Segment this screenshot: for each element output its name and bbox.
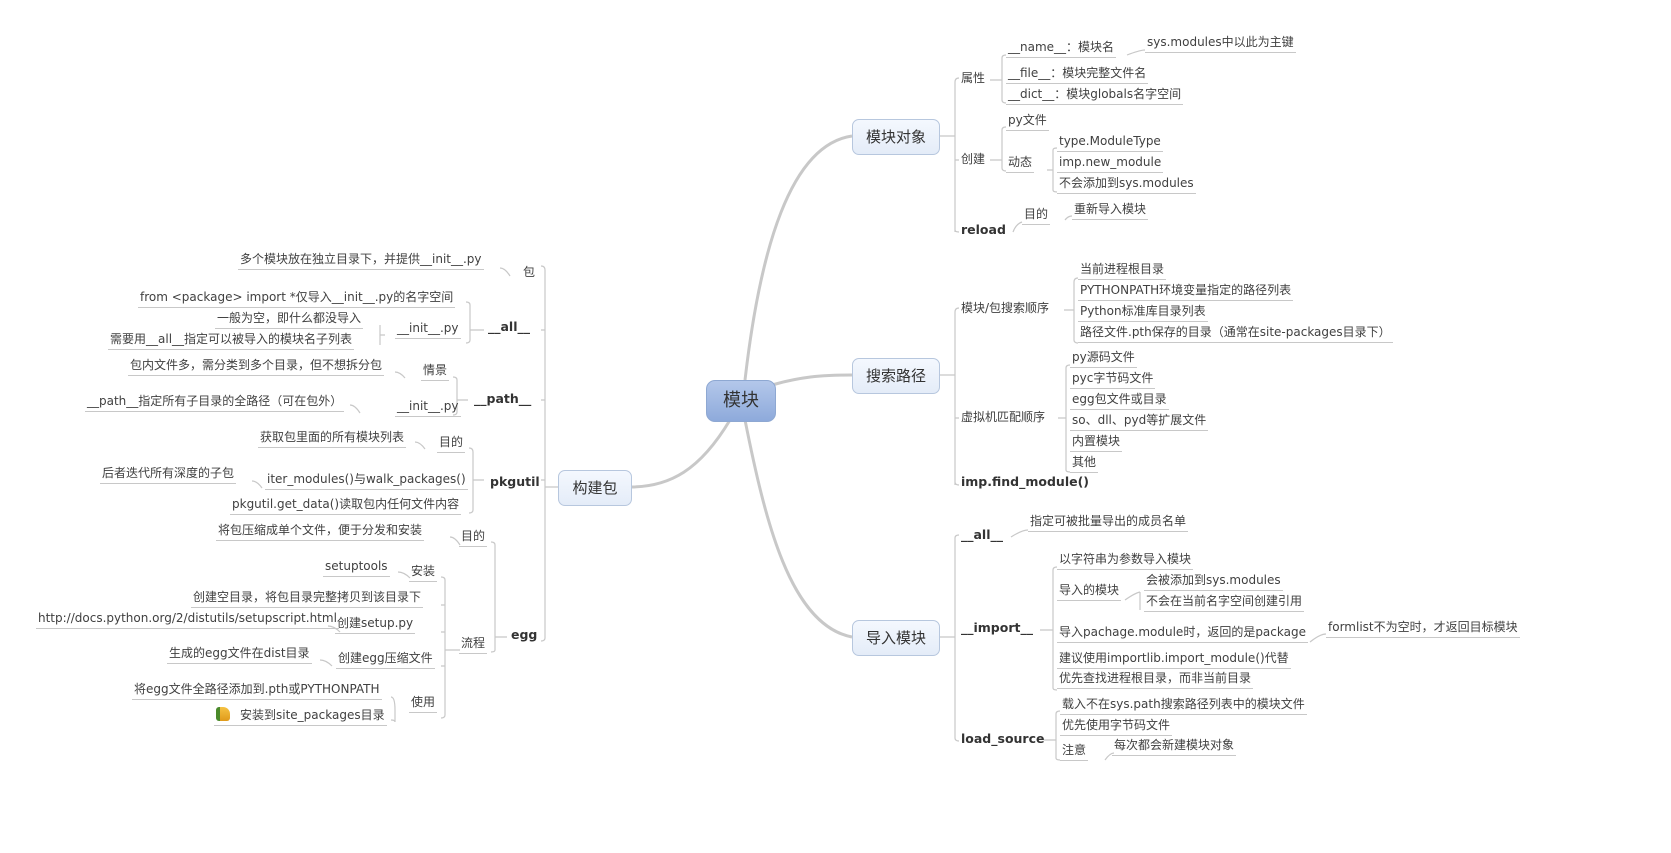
node-pkg-text[interactable]: 多个模块放在独立目录下，并提供__init__.py <box>238 252 484 270</box>
node-import-all[interactable]: __all__ <box>961 527 1004 542</box>
node-order-item[interactable]: 路径文件.pth保存的目录（通常在site-packages目录下） <box>1078 325 1393 343</box>
node-egg-purpose[interactable]: 目的 <box>459 529 488 547</box>
node-path-scene[interactable]: 情景 <box>421 363 450 381</box>
node-load-source-item[interactable]: 优先使用字节码文件 <box>1060 718 1173 736</box>
node-pkg-all[interactable]: __all__ <box>488 319 531 334</box>
node-attrs[interactable]: 属性 <box>961 71 986 85</box>
node-attr-name[interactable]: __name__：模块名 <box>1006 40 1117 58</box>
node-import-root-first[interactable]: 优先查找进程根目录，而非当前目录 <box>1057 671 1254 689</box>
node-import-by-string[interactable]: 以字符串为参数导入模块 <box>1057 552 1194 570</box>
node-vm-item[interactable]: egg包文件或目录 <box>1070 392 1169 410</box>
node-pkg[interactable]: 包 <box>523 265 536 279</box>
node-dynamic-item[interactable]: imp.new_module <box>1057 155 1164 173</box>
node-pkgutil-purpose-text[interactable]: 获取包里面的所有模块列表 <box>258 430 407 448</box>
node-create[interactable]: 创建 <box>961 152 986 166</box>
topic-search-path[interactable]: 搜索路径 <box>852 358 940 394</box>
node-egg-install[interactable]: 安装 <box>409 564 438 582</box>
node-vm-item[interactable]: so、dll、pyd等扩展文件 <box>1070 413 1209 431</box>
node-load-source-item[interactable]: 载入不在sys.path搜索路径列表中的模块文件 <box>1060 697 1307 715</box>
link-root-import-module <box>743 419 853 639</box>
node-vm-item[interactable]: pyc字节码文件 <box>1070 371 1156 389</box>
node-load-source-note-text[interactable]: 每次都会新建模块对象 <box>1112 738 1237 756</box>
node-vm-item[interactable]: py源码文件 <box>1070 350 1137 368</box>
node-imported-item[interactable]: 会被添加到sys.modules <box>1144 573 1283 591</box>
node-vm-order[interactable]: 虚拟机匹配顺序 <box>961 410 1046 424</box>
node-import-all-text[interactable]: 指定可被批量导出的成员名单 <box>1028 514 1189 532</box>
node-order-item[interactable]: 当前进程根目录 <box>1078 262 1167 280</box>
link-root-module-object <box>743 134 853 381</box>
node-search-order[interactable]: 模块/包搜索顺序 <box>961 301 1050 315</box>
node-order-item[interactable]: Python标准库目录列表 <box>1078 304 1208 322</box>
node-pkg-path[interactable]: __path__ <box>474 391 532 406</box>
node-attr-name-note[interactable]: sys.modules中以此为主键 <box>1145 35 1296 53</box>
node-egg-flow[interactable]: 流程 <box>459 636 488 654</box>
node-import-imported[interactable]: 导入的模块 <box>1057 583 1122 601</box>
node-pkg-all-init[interactable]: __init__.py <box>395 321 461 339</box>
node-pkg-all-item[interactable]: from <package> import *仅导入__init__.py的名字… <box>138 290 456 308</box>
node-create-dynamic[interactable]: 动态 <box>1006 155 1035 173</box>
node-vm-item[interactable]: 其他 <box>1070 455 1099 473</box>
link-root-build-package <box>629 419 732 489</box>
node-egg-use[interactable]: 使用 <box>409 695 438 713</box>
node-dynamic-item[interactable]: 不会添加到sys.modules <box>1057 176 1196 194</box>
node-egg-use-item-label: 安装到site_packages目录 <box>240 708 385 722</box>
node-vm-item[interactable]: 内置模块 <box>1070 434 1123 452</box>
node-egg-setup-url[interactable]: http://docs.python.org/2/distutils/setup… <box>36 611 339 629</box>
node-load-source[interactable]: load_source <box>961 731 1045 746</box>
link-root-search-path <box>771 373 853 387</box>
node-egg-purpose-text[interactable]: 将包压缩成单个文件，便于分发和安装 <box>216 523 425 541</box>
node-load-source-note[interactable]: 注意 <box>1060 743 1089 761</box>
node-pkgutil-iter-note[interactable]: 后者迭代所有深度的子包 <box>100 466 237 484</box>
node-order-item[interactable]: PYTHONPATH环境变量指定的路径列表 <box>1078 283 1294 301</box>
node-egg[interactable]: egg <box>511 627 538 642</box>
node-dunder-import[interactable]: __import__ <box>961 620 1033 635</box>
node-pkgutil-get-data[interactable]: pkgutil.get_data()读取包内任何文件内容 <box>230 497 462 515</box>
node-import-pkg-note[interactable]: formlist不为空时，才返回目标模块 <box>1326 620 1520 638</box>
node-egg-create[interactable]: 创建egg压缩文件 <box>336 651 435 669</box>
topic-module-object[interactable]: 模块对象 <box>852 119 940 155</box>
node-reload-purpose[interactable]: 目的 <box>1022 207 1051 225</box>
node-path-init-text[interactable]: __path__指定所有子目录的全路径（可在包外） <box>85 394 345 412</box>
node-egg-use-item[interactable]: 将egg文件全路径添加到.pth或PYTHONPATH <box>132 682 382 700</box>
node-egg-setup[interactable]: 创建setup.py <box>335 616 416 634</box>
node-reload[interactable]: reload <box>961 222 1006 237</box>
node-create-py[interactable]: py文件 <box>1006 113 1049 131</box>
node-path-init[interactable]: __init__.py <box>395 399 461 417</box>
node-pkg-all-item[interactable]: 需要用__all__指定可以被导入的模块名子列表 <box>108 332 355 350</box>
node-attr-dict[interactable]: __dict__：模块globals名字空间 <box>1006 87 1184 105</box>
node-pkg-all-item[interactable]: 一般为空，即什么都没导入 <box>215 311 364 329</box>
thumbs-up-icon <box>216 707 230 721</box>
node-dynamic-item[interactable]: type.ModuleType <box>1057 134 1163 152</box>
node-pkgutil-purpose[interactable]: 目的 <box>437 435 466 453</box>
node-import-pkg[interactable]: 导入pachage.module时，返回的是package <box>1057 625 1308 643</box>
node-import-suggest[interactable]: 建议使用importlib.import_module()代替 <box>1057 651 1291 669</box>
node-find-module[interactable]: imp.find_module() <box>961 474 1090 489</box>
node-egg-install-text[interactable]: setuptools <box>323 559 390 577</box>
node-egg-flow-item[interactable]: 创建空目录，将包目录完整拷贝到该目录下 <box>191 590 424 608</box>
node-egg-use-item-thumb[interactable]: 安装到site_packages目录 <box>214 707 387 726</box>
node-path-scene-text[interactable]: 包内文件多，需分类到多个目录，但不想拆分包 <box>128 358 385 376</box>
topic-import-module[interactable]: 导入模块 <box>852 620 940 656</box>
topic-build-package[interactable]: 构建包 <box>558 470 632 506</box>
node-imported-item[interactable]: 不会在当前名字空间创建引用 <box>1144 594 1305 612</box>
node-reload-purpose-text[interactable]: 重新导入模块 <box>1072 202 1149 220</box>
node-pkgutil-iter[interactable]: iter_modules()与walk_packages() <box>265 472 468 490</box>
root-topic[interactable]: 模块 <box>706 380 776 422</box>
node-pkgutil[interactable]: pkgutil <box>490 474 540 489</box>
node-egg-create-text[interactable]: 生成的egg文件在dist目录 <box>167 646 312 664</box>
node-attr-file[interactable]: __file__：模块完整文件名 <box>1006 66 1149 84</box>
